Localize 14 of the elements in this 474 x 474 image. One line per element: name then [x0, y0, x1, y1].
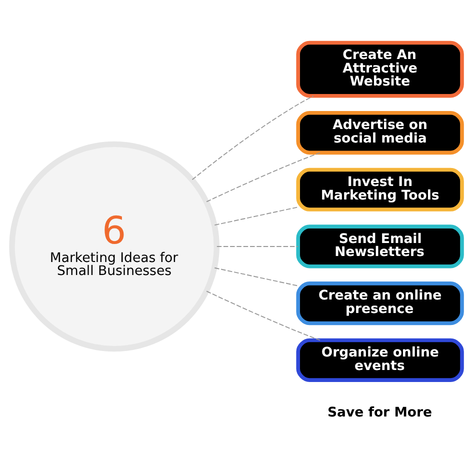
node-box: Create An Attractive Website — [296, 40, 464, 98]
node-box: Send Email Newsletters — [296, 224, 464, 268]
label: Save for More — [327, 406, 432, 421]
connector — [206, 290, 320, 341]
node-box: Advertise on social media — [296, 111, 464, 155]
connector — [214, 267, 298, 286]
connector — [192, 96, 314, 180]
node-box: Create an online presence — [296, 282, 464, 326]
connector — [216, 246, 298, 247]
node-box: Organize online events — [296, 338, 464, 382]
node-box: Invest In Marketing Tools — [296, 168, 464, 212]
connector — [206, 152, 320, 202]
node-circle: 6 Marketing Ideas for Small Businesses — [9, 141, 220, 352]
connector — [214, 206, 298, 226]
